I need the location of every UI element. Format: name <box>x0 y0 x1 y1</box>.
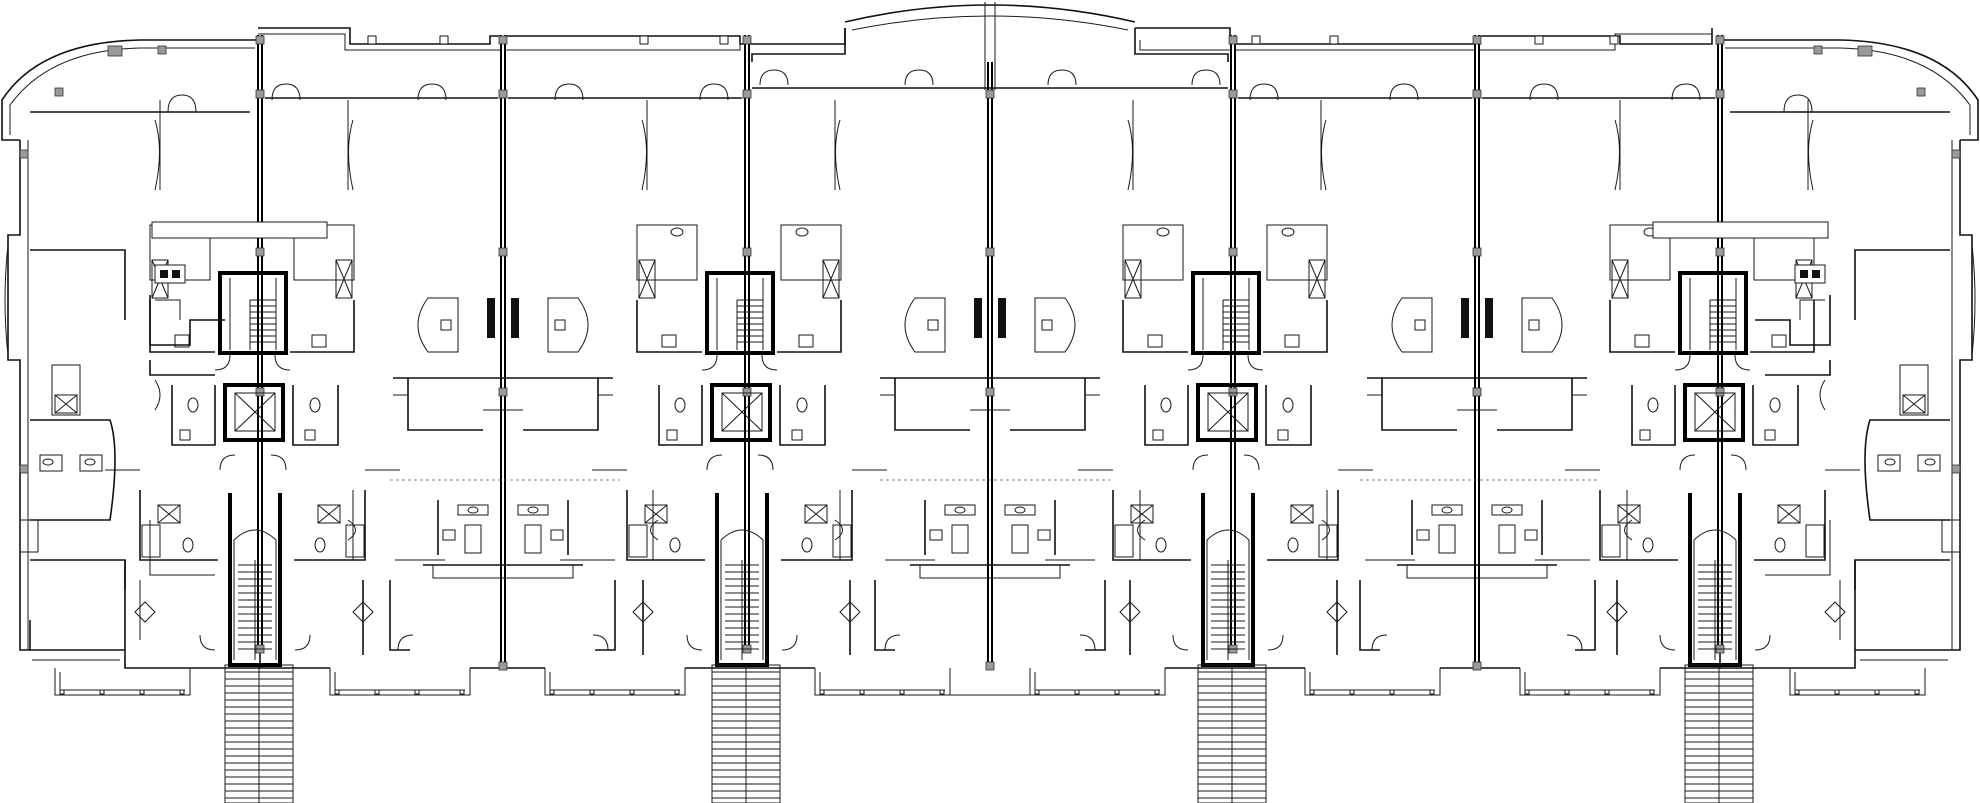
balconies <box>54 650 1926 696</box>
north-doors <box>30 35 1950 113</box>
exterior-stair-runs <box>225 664 1754 803</box>
end-unit-left <box>19 221 328 640</box>
end-unit-right <box>1652 221 1961 640</box>
exterior-envelope <box>1 2 1979 669</box>
interior-partitions <box>29 479 1856 651</box>
stair-elevator-cores <box>103 98 1862 667</box>
demising-walls <box>257 35 1723 668</box>
